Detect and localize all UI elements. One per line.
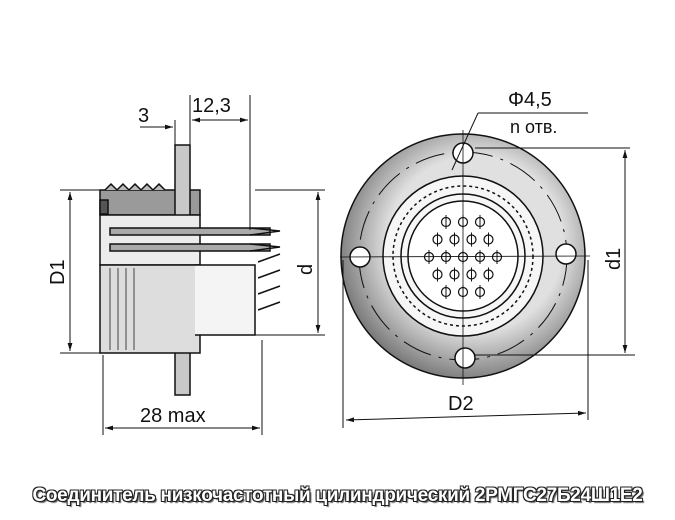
dim-D1-label: D1 — [47, 259, 69, 285]
hole-diameter-label: Φ4,5 — [508, 89, 552, 111]
dim-D2-label: D2 — [448, 393, 474, 415]
side-view — [99, 144, 281, 396]
dim-3-label: 3 — [138, 105, 149, 127]
dim-12-3-label: 12,3 — [192, 95, 231, 117]
side-dimension-lines — [60, 95, 325, 435]
front-dimension-lines — [342, 112, 635, 428]
caption: Соединитель низкочастотный цилиндрически… — [32, 485, 643, 506]
dim-d1-label: d1 — [603, 248, 625, 270]
dim-d-label: d — [295, 264, 317, 275]
technical-drawing: 3 12,3 D1 d 28 max Φ4,5 n отв. d1 D2 — [47, 89, 635, 435]
hole-count-label: n отв. — [510, 117, 557, 137]
dim-28max-label: 28 max — [140, 405, 206, 427]
front-view — [339, 130, 591, 385]
